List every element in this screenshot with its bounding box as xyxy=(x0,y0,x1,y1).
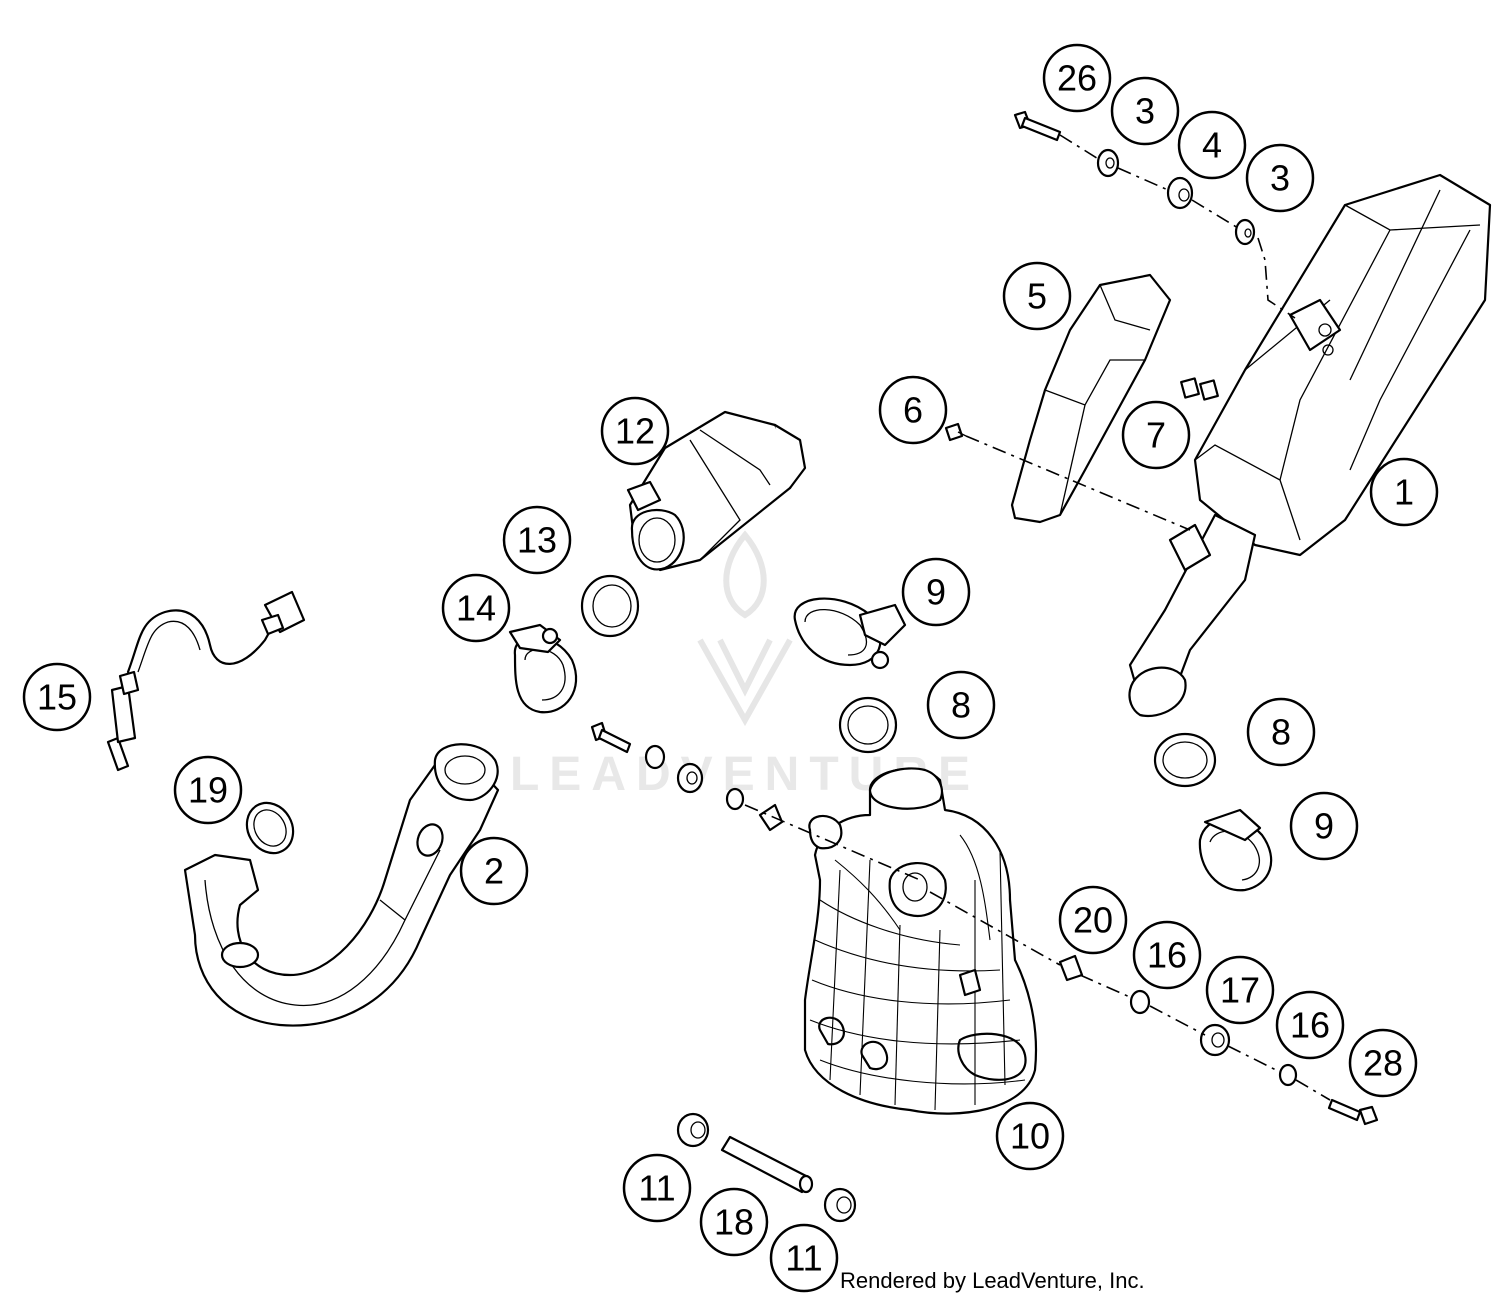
part-gasket-19 xyxy=(245,801,295,855)
part-header-pipe xyxy=(183,743,500,1027)
svg-text:8: 8 xyxy=(1271,712,1291,753)
part-bushings xyxy=(676,1112,857,1223)
callout-3-top: 3 xyxy=(1110,76,1180,146)
callout-16-left: 16 xyxy=(1132,920,1202,990)
callout-11-right: 11 xyxy=(769,1223,839,1293)
svg-text:4: 4 xyxy=(1202,125,1222,166)
callout-28: 28 xyxy=(1348,1028,1418,1098)
callout-9-lower: 9 xyxy=(1289,791,1359,861)
part-top-bolt-stack xyxy=(1013,110,1256,246)
svg-text:8: 8 xyxy=(951,685,971,726)
part-heat-guard xyxy=(1010,273,1172,524)
svg-text:26: 26 xyxy=(1057,58,1097,99)
part-clamp-14 xyxy=(508,623,578,714)
callout-9-upper: 9 xyxy=(901,557,971,627)
part-gasket-8-left xyxy=(838,696,898,754)
svg-text:10: 10 xyxy=(1010,1116,1050,1157)
svg-text:16: 16 xyxy=(1290,1005,1330,1046)
part-oxygen-sensor xyxy=(106,590,306,772)
svg-text:9: 9 xyxy=(1314,806,1334,847)
callout-2: 2 xyxy=(459,836,529,906)
svg-text:12: 12 xyxy=(615,411,655,452)
svg-text:13: 13 xyxy=(517,520,557,561)
svg-text:2: 2 xyxy=(484,851,504,892)
part-right-bolt-stack xyxy=(1058,954,1379,1126)
part-silencer xyxy=(1128,173,1492,718)
part-gasket-8-right xyxy=(1153,732,1217,788)
svg-text:9: 9 xyxy=(926,572,946,613)
svg-text:1: 1 xyxy=(1394,472,1414,513)
svg-text:17: 17 xyxy=(1220,970,1260,1011)
svg-text:6: 6 xyxy=(903,390,923,431)
svg-text:11: 11 xyxy=(638,1168,675,1209)
callout-5: 5 xyxy=(1002,261,1072,331)
svg-text:16: 16 xyxy=(1147,935,1187,976)
part-clamp-9-upper xyxy=(793,597,907,670)
callout-8-right: 8 xyxy=(1246,697,1316,767)
part-clips xyxy=(1180,377,1219,401)
part-gasket-13 xyxy=(580,574,640,638)
svg-text:3: 3 xyxy=(1135,91,1155,132)
callout-10: 10 xyxy=(995,1101,1065,1171)
callout-20: 20 xyxy=(1058,885,1128,955)
callout-18: 18 xyxy=(699,1187,769,1257)
callout-17: 17 xyxy=(1205,955,1275,1025)
svg-text:28: 28 xyxy=(1363,1043,1403,1084)
part-pre-muffler xyxy=(803,767,1037,1115)
callout-13: 13 xyxy=(502,505,572,575)
svg-text:19: 19 xyxy=(188,770,228,811)
svg-text:18: 18 xyxy=(714,1202,754,1243)
callout-11-left: 11 xyxy=(622,1153,692,1223)
svg-text:15: 15 xyxy=(37,677,77,718)
callout-6: 6 xyxy=(878,375,948,445)
callout-3-right: 3 xyxy=(1245,143,1315,213)
callout-19: 19 xyxy=(173,755,243,825)
svg-text:20: 20 xyxy=(1073,900,1113,941)
callout-7: 7 xyxy=(1121,400,1191,470)
part-screw xyxy=(944,422,967,442)
callout-1: 1 xyxy=(1369,457,1439,527)
callout-8-left: 8 xyxy=(926,670,996,740)
callout-4: 4 xyxy=(1177,110,1247,180)
svg-text:11: 11 xyxy=(785,1238,822,1279)
svg-text:3: 3 xyxy=(1270,158,1290,199)
callout-16-right: 16 xyxy=(1275,990,1345,1060)
svg-text:5: 5 xyxy=(1027,276,1047,317)
part-center-bolt-stack xyxy=(590,721,784,832)
svg-text:7: 7 xyxy=(1146,415,1166,456)
rendered-by-credit: Rendered by LeadVenture, Inc. xyxy=(840,1268,1145,1293)
callout-12: 12 xyxy=(600,396,670,466)
callout-14: 14 xyxy=(441,573,511,643)
callout-26: 26 xyxy=(1042,43,1112,113)
callout-15: 15 xyxy=(22,662,92,732)
part-clamp-9-lower xyxy=(1198,808,1273,892)
alignment-lines xyxy=(744,134,1331,1101)
part-catalytic-converter xyxy=(626,410,807,572)
svg-text:14: 14 xyxy=(456,588,496,629)
